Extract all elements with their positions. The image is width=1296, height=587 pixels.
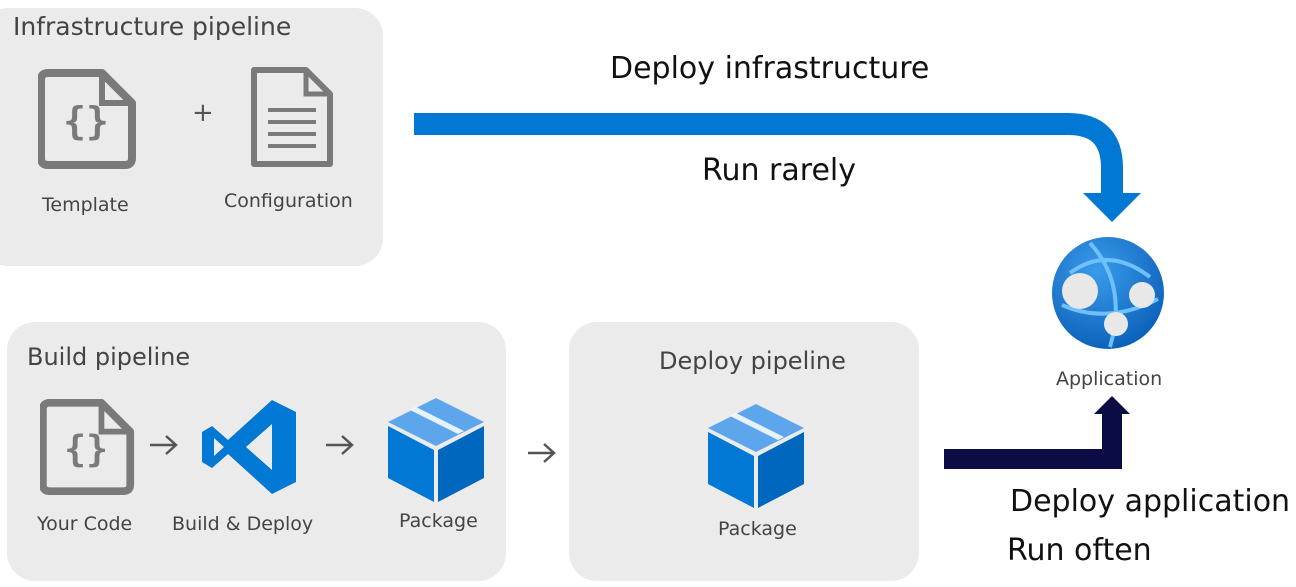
deploy-application-label: Deploy application [1010, 484, 1291, 519]
template-label: Template [42, 194, 129, 216]
your-code-label: Your Code [37, 513, 133, 535]
your-code-file-icon: {} [40, 398, 136, 496]
infrastructure-pipeline-panel [0, 8, 383, 266]
build-pipeline-title: Build pipeline [27, 343, 191, 371]
svg-text:{}: {} [63, 99, 109, 143]
template-code-file-icon: {} [38, 68, 138, 170]
application-label: Application [1056, 368, 1163, 390]
build-deploy-label: Build & Deploy [172, 513, 314, 535]
build-deploy-visual-studio-icon [200, 398, 298, 496]
arrow-right-icon [528, 442, 558, 464]
deploy-infrastructure-label: Deploy infrastructure [610, 51, 930, 86]
arrow-right-icon [150, 434, 180, 456]
deploy-package-label: Package [718, 518, 797, 540]
configuration-document-icon [250, 66, 334, 168]
run-often-label: Run often [1007, 533, 1152, 568]
build-package-label: Package [399, 510, 478, 532]
package-box-icon [386, 396, 486, 504]
svg-text:{}: {} [64, 427, 108, 470]
package-box-icon [706, 402, 806, 510]
configuration-label: Configuration [224, 190, 353, 212]
arrow-right-icon [326, 434, 356, 456]
infrastructure-pipeline-title: Infrastructure pipeline [13, 12, 292, 41]
application-web-app-globe-icon [1050, 235, 1166, 351]
deploy-pipeline-title: Deploy pipeline [659, 347, 846, 375]
plus-sign: + [192, 98, 214, 128]
run-rarely-label: Run rarely [702, 153, 856, 188]
